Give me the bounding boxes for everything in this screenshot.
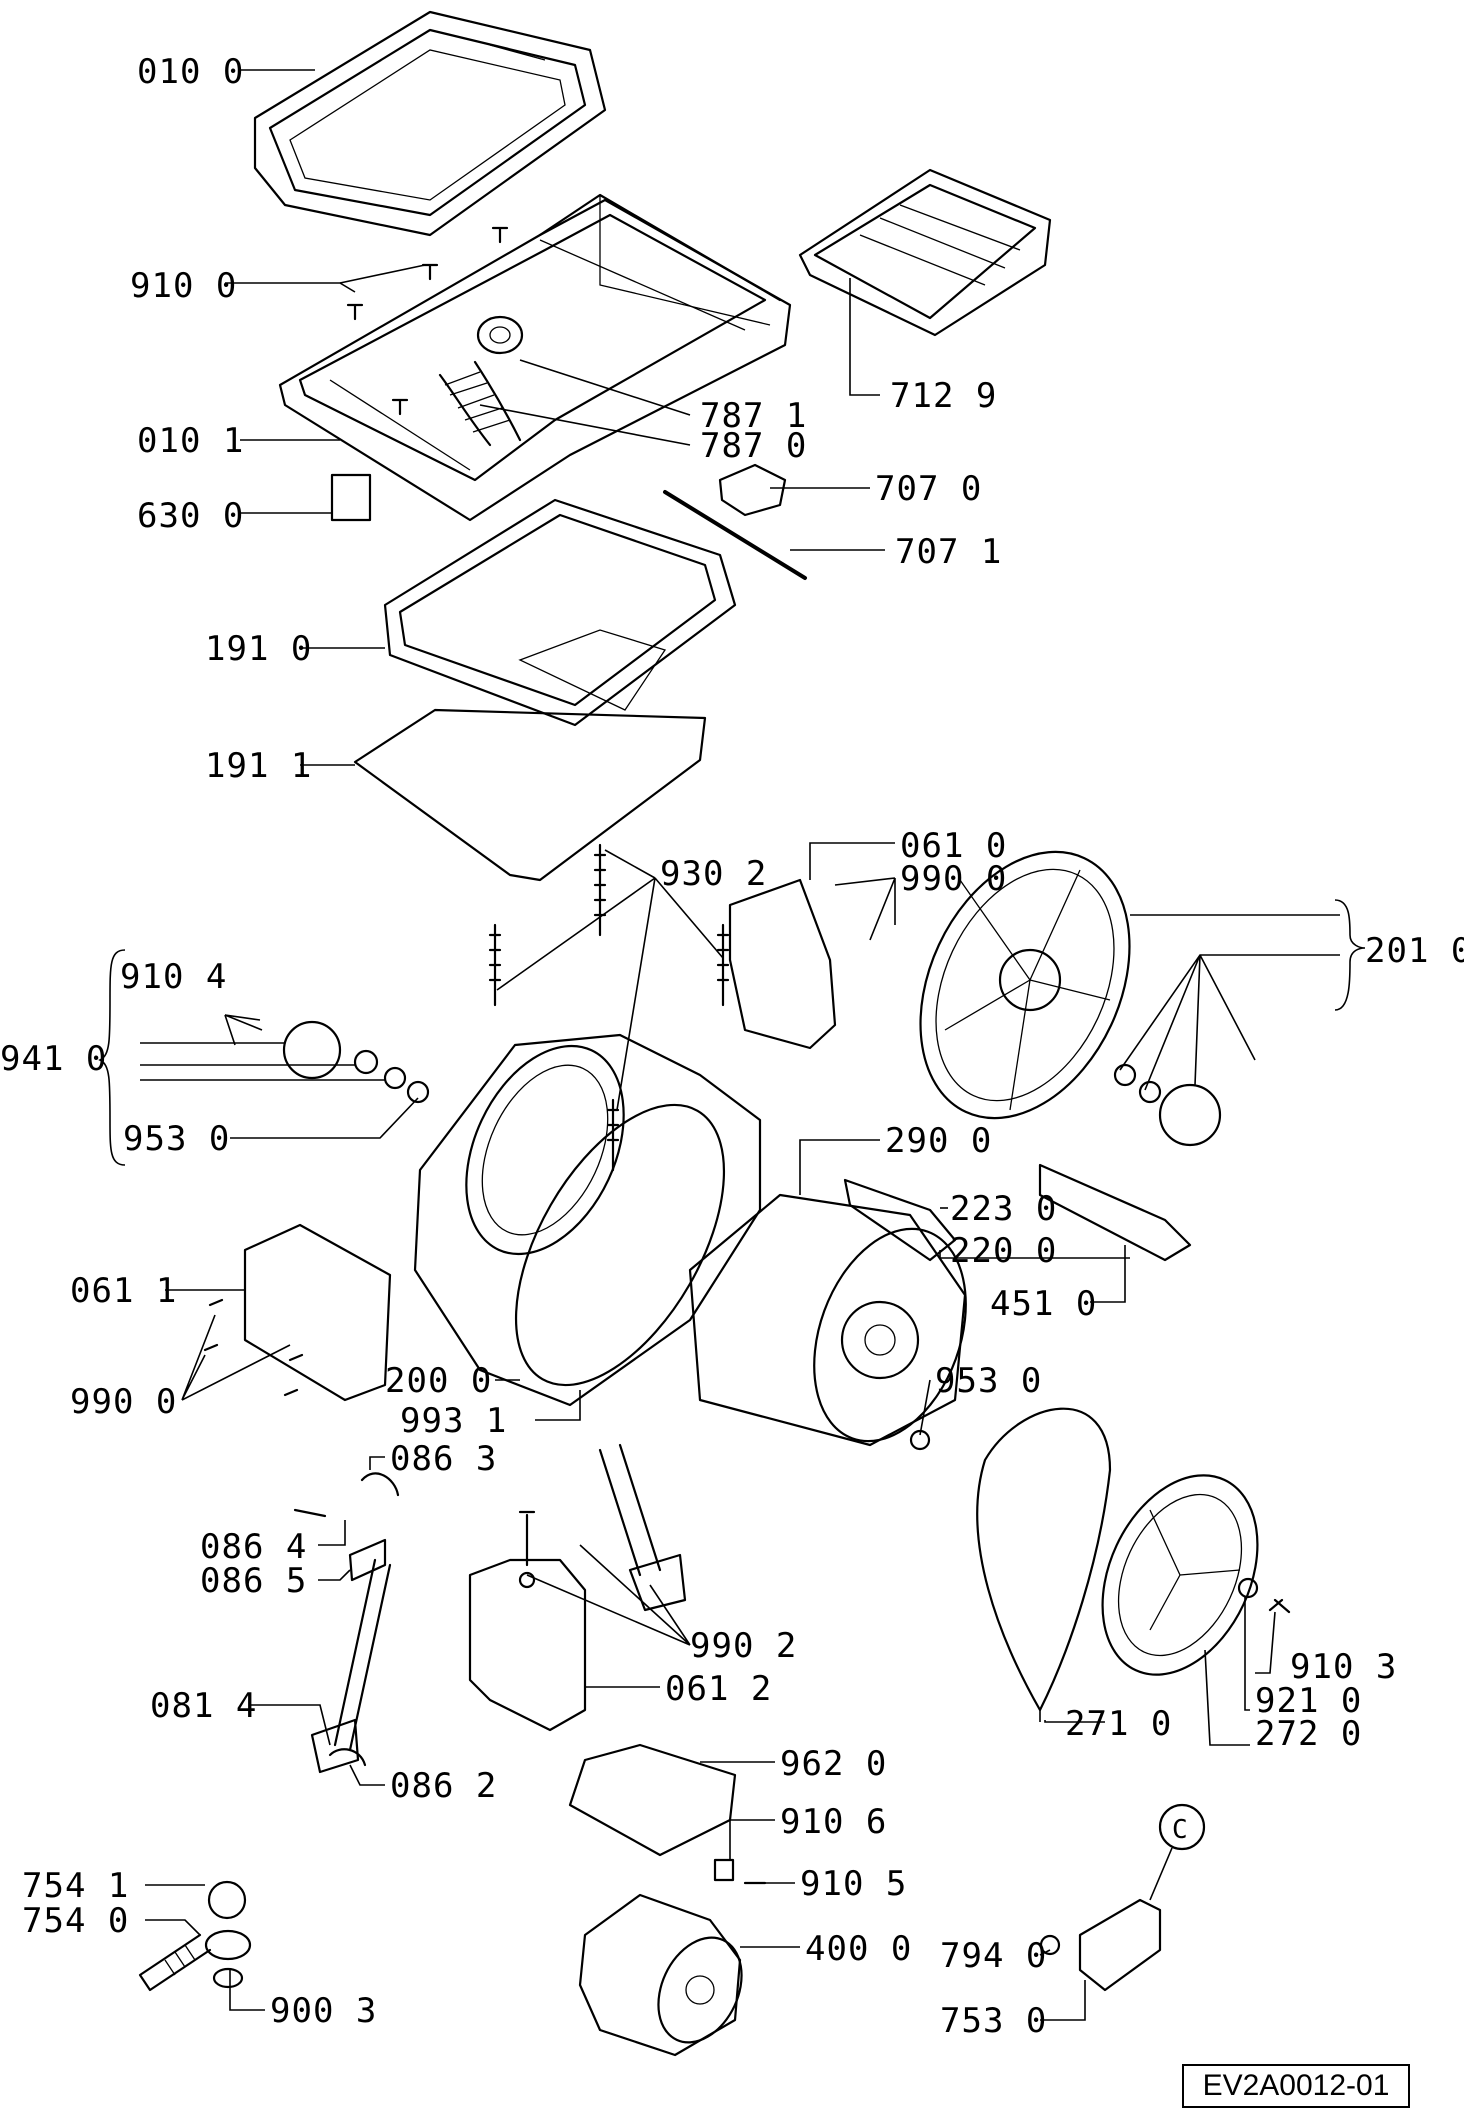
part-pulley	[1101, 1474, 1259, 1676]
label-086-3: 086 3	[390, 1439, 497, 1479]
label-061-0: 061 0	[900, 826, 1007, 866]
leader-lines	[98, 69, 1366, 2021]
screws-990-center	[518, 1510, 536, 1589]
label-272-0: 272 0	[1255, 1714, 1362, 1754]
label-081-4: 081 4	[150, 1686, 257, 1726]
screw-9103	[1268, 1598, 1291, 1614]
part-top-lid	[253, 10, 607, 237]
screws-990-left	[203, 1298, 304, 1397]
part-counterweight-front	[243, 1223, 392, 1402]
label-930-2: 930 2	[660, 854, 767, 894]
ring-c	[406, 1080, 430, 1104]
label-910-3: 910 3	[1290, 1647, 1397, 1687]
clip-0862	[328, 1748, 367, 1767]
part-front-tub-half	[413, 1033, 762, 1407]
label-086-4: 086 4	[200, 1527, 307, 1567]
label-707-1: 707 1	[895, 532, 1002, 572]
part-shock-absorber-left	[293, 1508, 392, 1774]
label-794-0: 794 0	[940, 1936, 1047, 1976]
label-754-0: 754 0	[22, 1901, 129, 1941]
part-heater	[1038, 1163, 1192, 1262]
washer-921	[1237, 1577, 1259, 1599]
label-990-0-top: 990 0	[900, 859, 1007, 899]
part-door-lock	[663, 463, 807, 580]
part-9106	[713, 1858, 735, 1882]
part-flange-left	[282, 1020, 342, 1080]
part-counterweight-top	[728, 878, 837, 1050]
label-191-0: 191 0	[205, 629, 312, 669]
part-filter-cap	[207, 1880, 247, 1920]
label-290-0: 290 0	[885, 1121, 992, 1161]
label-910-4: 910 4	[120, 957, 227, 997]
ring-b	[383, 1066, 407, 1090]
label-200-0: 200 0	[385, 1361, 492, 1401]
ring-d	[1113, 1063, 1137, 1087]
callout-c-label: C	[1172, 1815, 1189, 1845]
label-220-0: 220 0	[950, 1231, 1057, 1271]
part-rear-tub-half	[919, 850, 1131, 1120]
label-451-0: 451 0	[990, 1284, 1097, 1324]
part-springs	[488, 843, 730, 1172]
label-086-2: 086 2	[390, 1766, 497, 1806]
part-630	[330, 473, 372, 522]
part-drain-filter	[138, 1929, 252, 1992]
label-990-0-left: 990 0	[70, 1382, 177, 1422]
label-010-0: 010 0	[137, 52, 244, 92]
part-gasket	[353, 708, 707, 882]
part-motor	[578, 1893, 743, 2057]
label-201-0: 201 0	[1365, 931, 1464, 971]
part-cabinet-top-frame	[278, 193, 792, 522]
label-271-0: 271 0	[1065, 1704, 1172, 1744]
label-953-0-right: 953 0	[935, 1361, 1042, 1401]
label-191-1: 191 1	[205, 746, 312, 786]
part-labels: 010 0 910 0 010 1 630 0 712 9 787 1 787 …	[0, 52, 1464, 2041]
diagram-code-box: EV2A0012-01	[1182, 2064, 1410, 2108]
label-010-1: 010 1	[137, 421, 244, 461]
label-962-0: 962 0	[780, 1744, 887, 1784]
label-921-0: 921 0	[1255, 1681, 1362, 1721]
part-223	[843, 1178, 957, 1262]
label-707-0: 707 0	[875, 469, 982, 509]
label-630-0: 630 0	[137, 496, 244, 536]
label-787-1: 787 1	[700, 396, 807, 436]
part-tub-top-ring	[383, 498, 737, 727]
label-061-2: 061 2	[665, 1669, 772, 1709]
callout-c-circle	[1158, 1803, 1206, 1851]
label-910-5: 910 5	[800, 1864, 907, 1904]
part-control-panel-frame	[798, 168, 1052, 337]
label-061-1: 061 1	[70, 1271, 177, 1311]
part-061-2	[468, 1558, 587, 1732]
label-712-9: 712 9	[890, 376, 997, 416]
label-754-1: 754 1	[22, 1866, 129, 1906]
label-787-0: 787 0	[700, 426, 807, 466]
ring-a	[353, 1049, 379, 1075]
label-910-6: 910 6	[780, 1802, 887, 1842]
label-900-3: 900 3	[270, 1991, 377, 2031]
label-990-2: 990 2	[690, 1626, 797, 1666]
part-pressure-switch	[1039, 1898, 1162, 1992]
part-belt	[976, 1407, 1112, 1712]
label-941-0: 941 0	[0, 1039, 107, 1079]
label-753-0: 753 0	[940, 2001, 1047, 2041]
label-953-0-left: 953 0	[123, 1119, 230, 1159]
label-400-0: 400 0	[805, 1929, 912, 1969]
label-223-0: 223 0	[950, 1189, 1057, 1229]
part-clamp-9003	[212, 1967, 244, 1989]
part-flange-right	[1158, 1083, 1222, 1147]
part-drum	[688, 1193, 967, 1451]
label-086-5: 086 5	[200, 1561, 307, 1601]
label-910-0: 910 0	[130, 266, 237, 306]
label-993-1: 993 1	[400, 1401, 507, 1441]
ring-e	[1138, 1080, 1162, 1104]
part-shock-absorber-right	[598, 1443, 687, 1612]
clip-0863	[360, 1472, 400, 1497]
